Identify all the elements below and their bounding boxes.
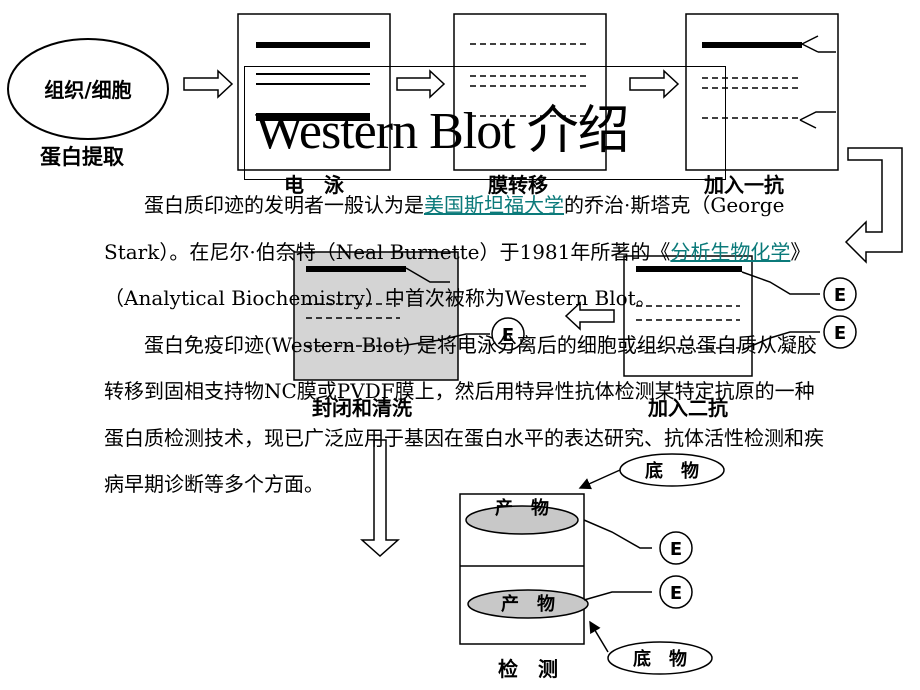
step-detection-label: 检 测 <box>498 657 558 681</box>
analytical-biochemistry-link[interactable]: 分析生物化学 <box>670 239 791 264</box>
step-secondary-antibody-label: 加入二抗 <box>647 396 728 420</box>
hollow-arrow-2 <box>396 69 446 99</box>
enzyme-marker-2: E <box>823 315 857 349</box>
hollow-arrow-3 <box>629 69 680 99</box>
substrate-top: 底 物 <box>619 453 725 487</box>
page-title: Western Blot 介绍 <box>255 103 630 160</box>
detection-panel: 产 物 产 物 <box>459 493 652 645</box>
membrane-transfer <box>453 13 607 171</box>
enzyme-marker-3-label: E <box>502 325 514 346</box>
substrate-bottom: 底 物 <box>607 641 713 675</box>
substrate-top-label: 底 物 <box>645 460 699 482</box>
enzyme-marker-3: E <box>491 317 525 351</box>
substrate-bottom-label: 底 物 <box>633 648 687 670</box>
paragraph-1: 蛋白质印迹的发明者一般认为是美国斯坦福大学的乔治·斯塔克（George Star… <box>104 182 824 322</box>
step-primary-antibody-label: 加入一抗 <box>703 173 784 197</box>
primary-antibody-panel <box>685 13 839 171</box>
enzyme-marker-5: E <box>659 575 693 609</box>
enzyme-marker-4-label: E <box>670 539 682 560</box>
block-wash-panel <box>293 251 490 381</box>
hollow-arrow-1 <box>183 69 234 99</box>
tissue-cell-node: 组织/细胞 <box>7 38 169 140</box>
enzyme-marker-1-label: E <box>834 285 846 306</box>
enzyme-marker-4: E <box>659 531 693 565</box>
enzyme-marker-2-label: E <box>834 323 846 344</box>
body-text: 蛋白质印迹的发明者一般认为是美国斯坦福大学的乔治·斯塔克（George Star… <box>104 182 824 508</box>
title-box <box>244 66 726 180</box>
paragraph-1-part-2: 的乔治·斯塔克（George Stark）。在尼尔·伯奈特（Neal Burne… <box>104 193 785 264</box>
enzyme-marker-1: E <box>823 277 857 311</box>
product-label-bottom: 产 物 <box>501 593 555 615</box>
gel-electrophoresis <box>237 13 391 171</box>
step-electrophoresis-label: 电 泳 <box>284 173 345 197</box>
bend-arrow-right <box>844 147 903 264</box>
step-block-wash-label: 封闭和清洗 <box>312 396 412 420</box>
product-label-top: 产 物 <box>495 497 549 519</box>
hollow-arrow-left <box>564 301 615 331</box>
secondary-antibody-panel <box>623 255 820 377</box>
substrate-bottom-arrow <box>589 620 609 653</box>
paragraph-1-part-3: 》（Analytical Biochemistry）中首次被称为Western … <box>104 239 811 311</box>
tissue-label: 组织/细胞 <box>44 78 131 102</box>
bend-arrow-down <box>360 439 400 558</box>
protein-extraction-label: 蛋白提取 <box>40 145 124 169</box>
substrate-top-arrow <box>578 469 621 490</box>
step-transfer-label: 膜转移 <box>487 173 548 197</box>
enzyme-marker-5-label: E <box>670 583 682 604</box>
stanford-university-link[interactable]: 美国斯坦福大学 <box>424 193 564 217</box>
paragraph-2: 蛋白免疫印迹(Western Blot) 是将电泳分离后的细胞或组织总蛋白质从凝… <box>104 332 824 497</box>
paragraph-1-part-1: 蛋白质印迹的发明者一般认为是 <box>144 193 424 217</box>
